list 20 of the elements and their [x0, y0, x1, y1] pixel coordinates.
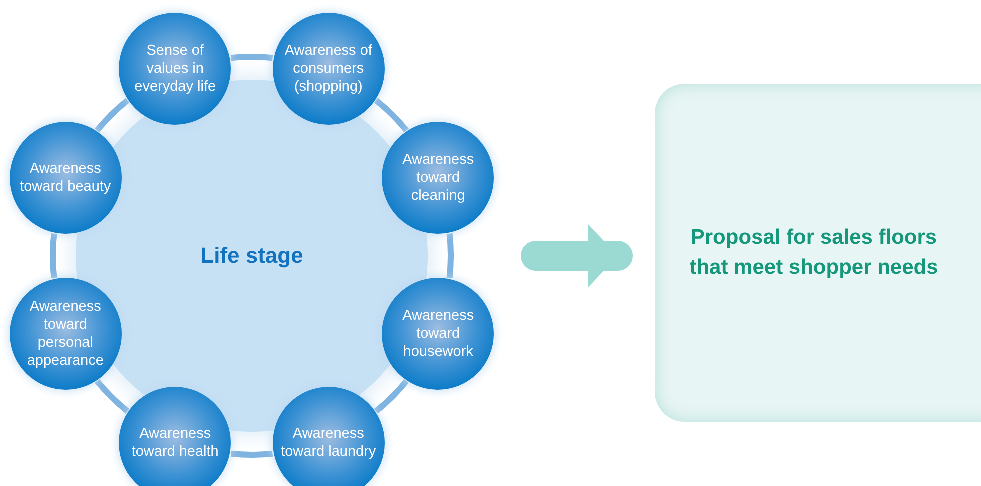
node-label: Awareness toward health [130, 424, 220, 461]
ring-connector [374, 98, 409, 133]
node-label: Sense of values in everyday life [134, 42, 218, 96]
ring-connector [95, 379, 130, 414]
node-label: Awareness of consumers (shopping) [284, 42, 374, 96]
node-label: Life stage [200, 242, 304, 270]
block-arrow [521, 224, 633, 288]
node-label: Awareness toward beauty [19, 160, 112, 196]
ring-connector [230, 450, 274, 458]
node-label: Proposal for sales floors that meet shopper needs [688, 225, 940, 281]
proposal-box [655, 84, 981, 422]
ring-connector [50, 234, 58, 278]
ring-connector [446, 234, 454, 278]
ring-connector [95, 98, 130, 133]
ring-connector [230, 54, 274, 62]
ring-connector [374, 379, 409, 414]
node-label: Awareness toward housework [402, 306, 476, 361]
node-label: Awareness toward laundry [280, 424, 377, 461]
node-label: Awareness toward personal appearance [26, 298, 105, 370]
node-label: Awareness toward cleaning [402, 151, 476, 206]
